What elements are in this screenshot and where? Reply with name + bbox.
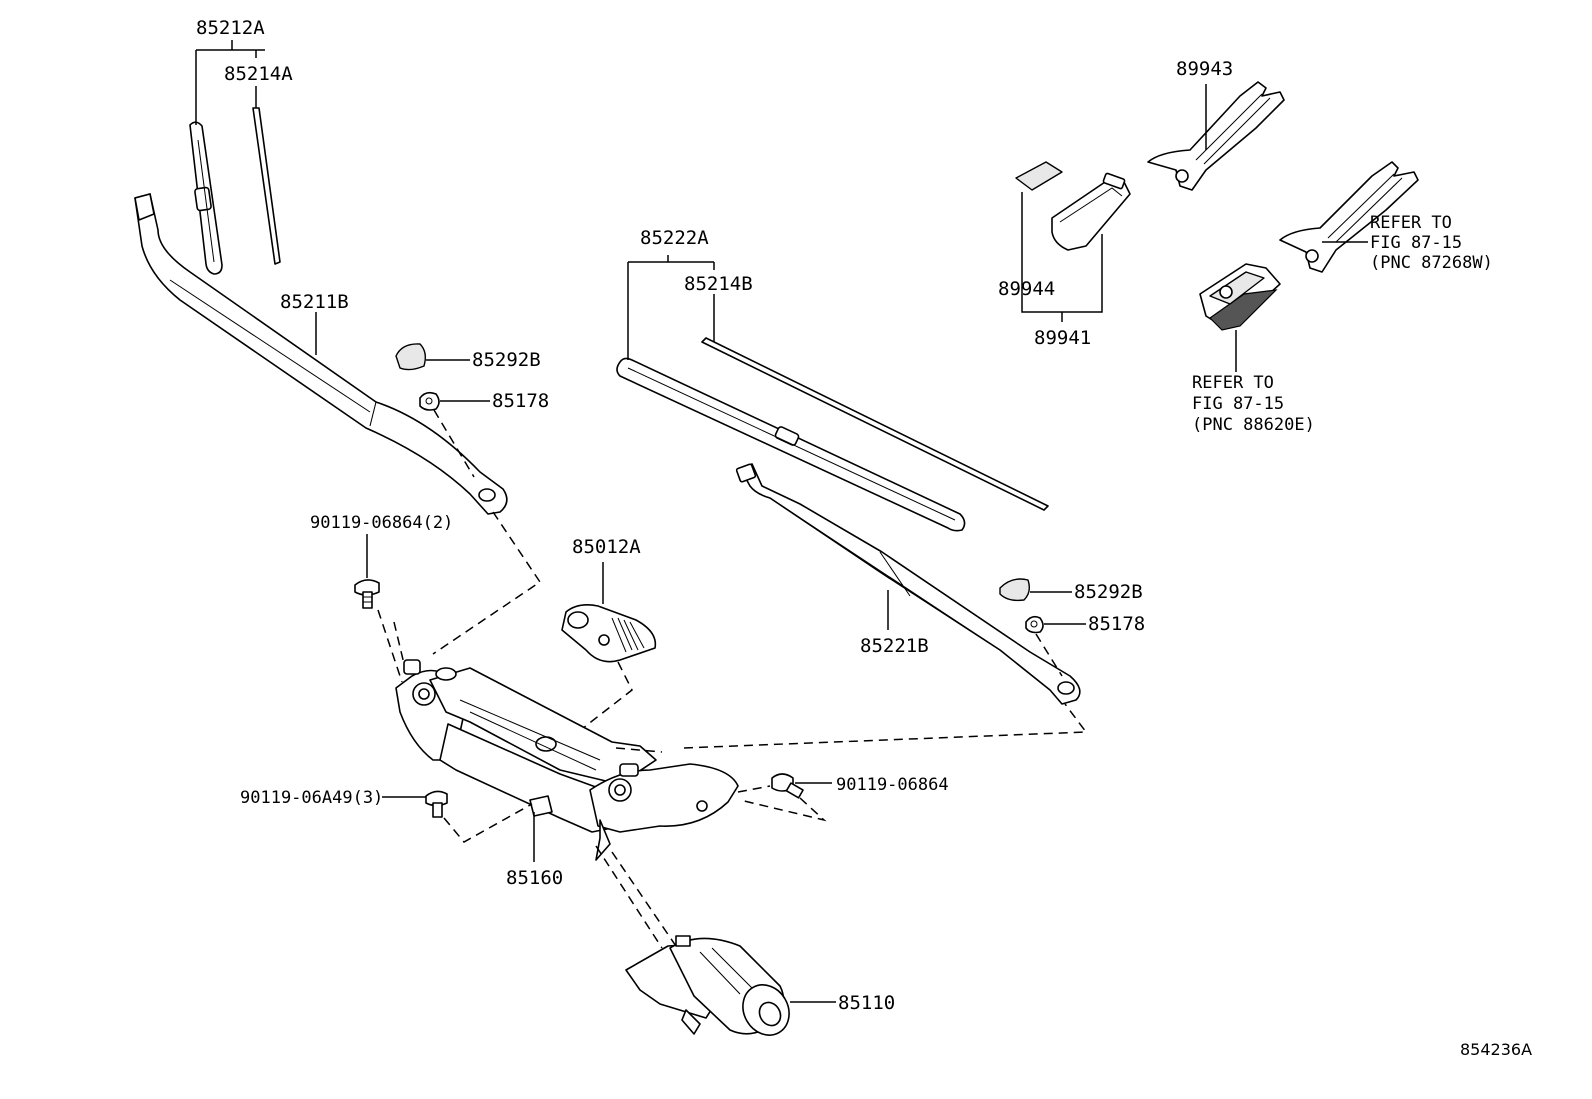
label-85110: 85110: [838, 992, 895, 1014]
motor-85110[interactable]: [625, 935, 798, 1044]
refer-bottom-line1: REFER TO: [1192, 373, 1274, 393]
linkage-assembly[interactable]: [395, 659, 739, 861]
label-85160: 85160: [506, 867, 563, 889]
bracket-89943[interactable]: [1147, 81, 1285, 191]
refer-right-line3: (PNC 87268W): [1370, 253, 1493, 273]
dash-bolt-a49: [443, 803, 533, 843]
label-85211B: 85211B: [280, 291, 349, 313]
dash-motor: [595, 845, 681, 953]
cover-89941[interactable]: [1051, 172, 1131, 251]
label-90119-06864-2: 90119-06864(2): [310, 513, 453, 533]
cap-85292B-left[interactable]: [395, 343, 427, 371]
bolt-90119-06864[interactable]: [771, 773, 804, 799]
blade-85212A[interactable]: [189, 121, 223, 275]
bolt-90119-06A49-3[interactable]: [425, 790, 448, 818]
leader-85212A: [195, 40, 265, 125]
label-90119-06A49-3: 90119-06A49(3): [240, 788, 383, 808]
label-89944: 89944: [998, 278, 1055, 300]
label-85214A: 85214A: [224, 63, 293, 85]
label-89941: 89941: [1034, 327, 1091, 349]
refer-bottom-line3: (PNC 88620E): [1192, 415, 1315, 435]
bolt-90119-06864-2[interactable]: [354, 579, 380, 609]
label-85178-left: 85178: [492, 390, 549, 412]
dash-bolt-right: [737, 785, 827, 822]
sensor-88620E[interactable]: [1199, 263, 1281, 331]
label-85214B: 85214B: [684, 273, 753, 295]
arm-85211B[interactable]: [134, 193, 508, 515]
bracket-87268W[interactable]: [1279, 161, 1419, 273]
dash-arm-left: [432, 511, 542, 655]
nut-85178-left[interactable]: [419, 391, 440, 411]
dash-nut-right: [1035, 633, 1063, 677]
dash-nut-left: [433, 409, 475, 478]
label-85221B: 85221B: [860, 635, 929, 657]
label-85292B-right: 85292B: [1074, 581, 1143, 603]
refer-bottom-line2: FIG 87-15: [1192, 394, 1284, 414]
label-85212A: 85212A: [196, 17, 265, 39]
refill-85214B[interactable]: [701, 337, 1049, 511]
figure-id: 854236A: [1460, 1040, 1532, 1059]
label-90119-06864: 90119-06864: [836, 775, 949, 795]
sheet-89944[interactable]: [1015, 161, 1063, 191]
label-85292B-left: 85292B: [472, 349, 541, 371]
bracket-85012A[interactable]: [561, 604, 657, 663]
label-85012A: 85012A: [572, 536, 641, 558]
label-85222A: 85222A: [640, 227, 709, 249]
refer-right-line1: REFER TO: [1370, 213, 1452, 233]
refer-right-line2: FIG 87-15: [1370, 233, 1462, 253]
dash-arm-right: [615, 703, 1088, 753]
cap-85292B-right[interactable]: [999, 578, 1031, 602]
leader-89944-89941: [1021, 192, 1103, 322]
label-85178-right: 85178: [1088, 613, 1145, 635]
leader-85222A-85214B: [627, 255, 715, 360]
label-89943: 89943: [1176, 58, 1233, 80]
refill-85214A[interactable]: [252, 107, 281, 265]
nut-85178-right[interactable]: [1025, 615, 1044, 634]
arm-85221B[interactable]: [735, 463, 1081, 705]
